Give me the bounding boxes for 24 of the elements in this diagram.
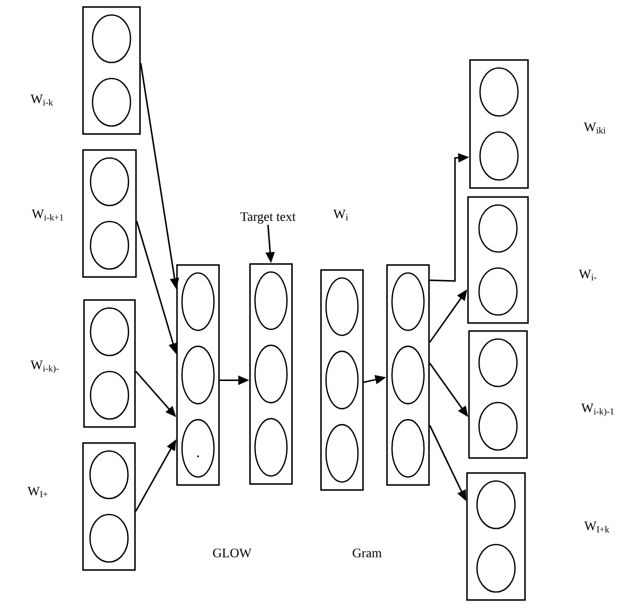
layer-box: [82, 6, 141, 135]
layer-label: Gram: [352, 548, 382, 558]
layer-box: [82, 442, 136, 571]
input-label: Target text: [240, 212, 296, 224]
layer-label: GLOW: [213, 548, 252, 558]
vector-label: W$_{i-k+1}$: [32, 210, 64, 220]
layer-label: W$_{i}$: [333, 210, 348, 220]
layer-box: [320, 269, 364, 491]
layer-box: [468, 330, 528, 459]
layer-box: [176, 264, 220, 486]
layer-label: W$_{i-}$: [578, 270, 596, 280]
layer-box: [466, 472, 526, 601]
layer-box: [467, 196, 529, 324]
layer-label: W$_{I+k}$: [584, 522, 610, 532]
vector-label: W$_{i-k)-}$: [30, 360, 59, 374]
layer-box: [469, 59, 529, 189]
vector-label: W$_{i-k}$: [30, 94, 53, 106]
layer-label: W$_{iki}$: [584, 122, 606, 134]
vector-label: W$_{I+}$: [28, 486, 48, 498]
layer-box: [82, 149, 137, 278]
layer-box: [386, 264, 430, 486]
layer-box: [83, 299, 136, 428]
layer-label: W$_{i-k)-1}$: [581, 404, 614, 416]
layer-box: [249, 263, 293, 485]
